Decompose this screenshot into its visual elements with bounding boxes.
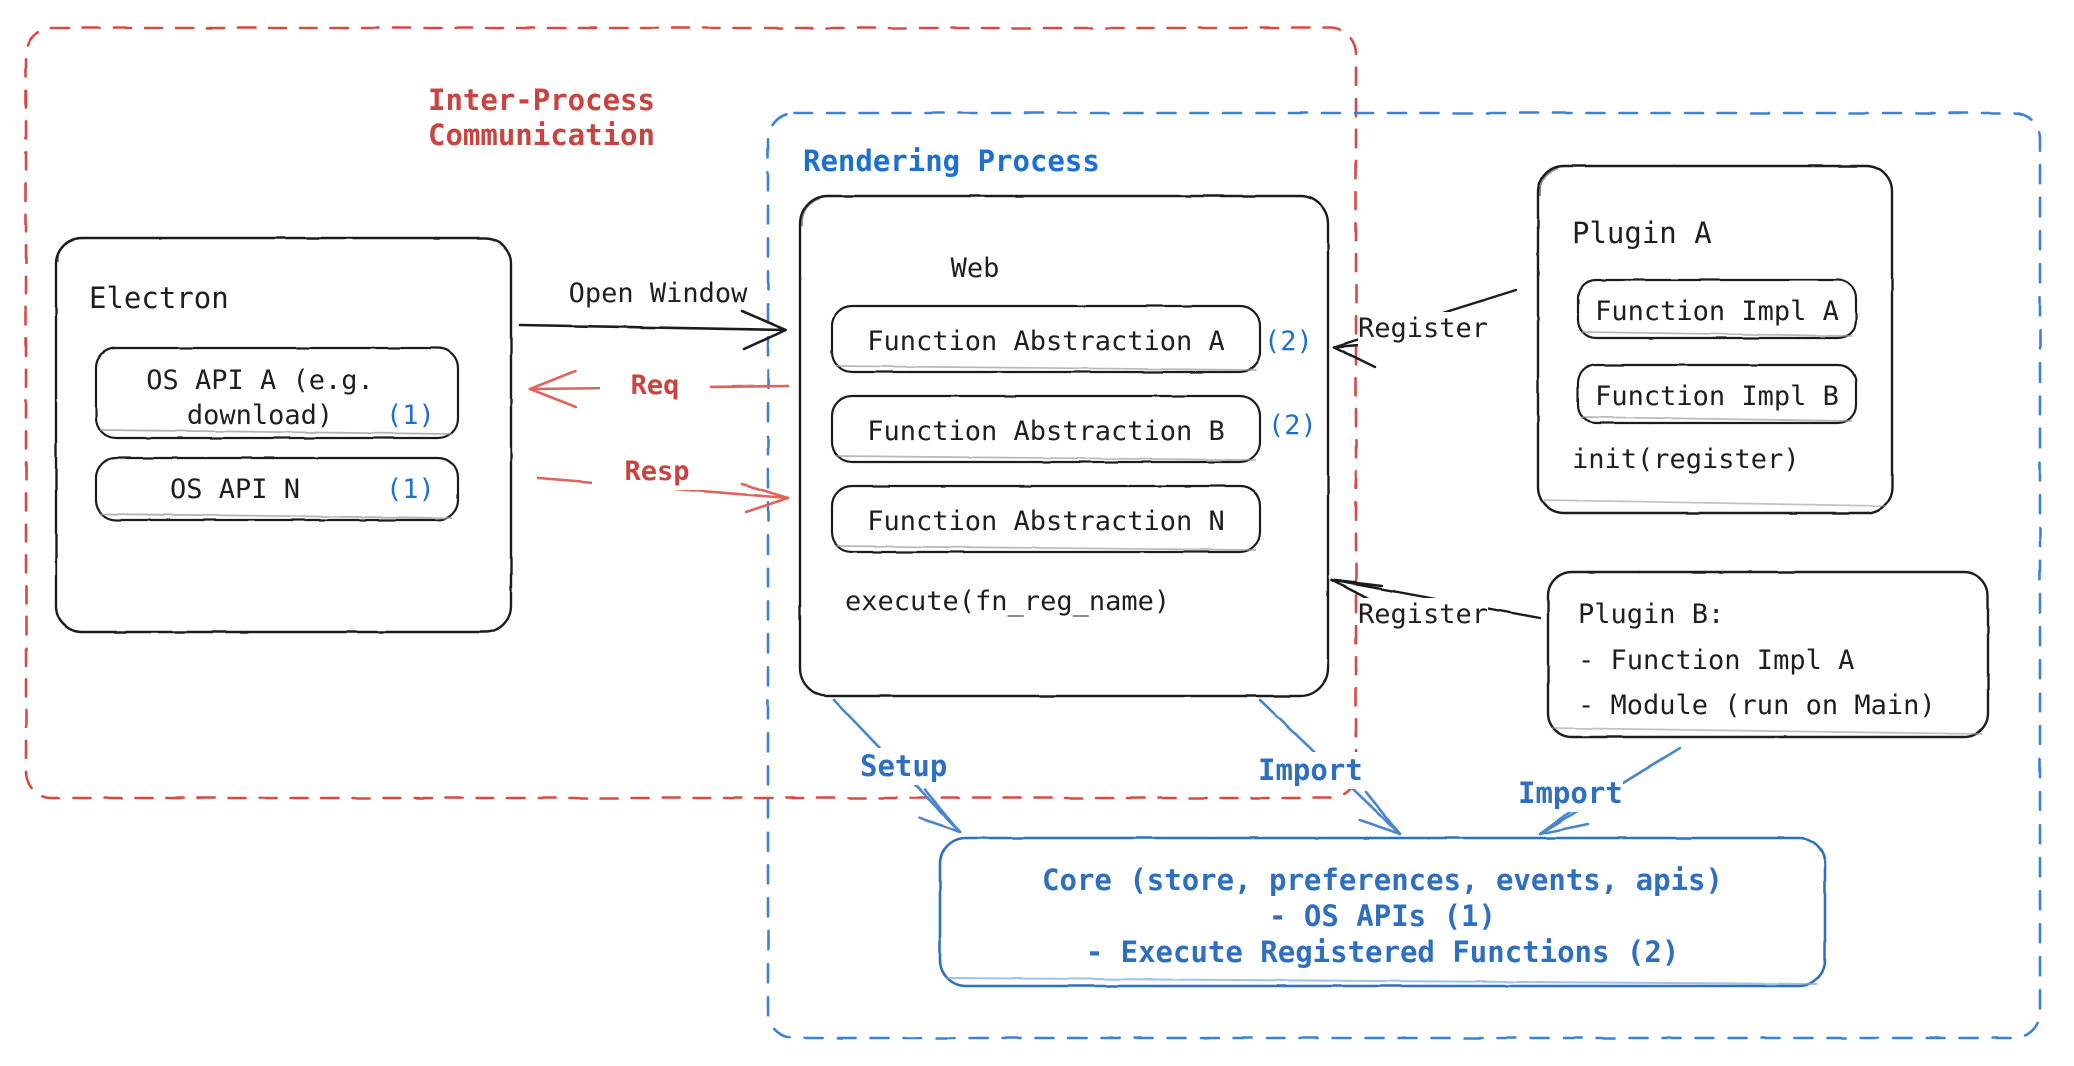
plugin-a-title: Plugin A — [1572, 216, 1712, 250]
os-api-n-marker: (1) — [386, 474, 435, 505]
fn-abstraction-n-label: Function Abstraction N — [867, 506, 1225, 537]
plugin-b-line-2: - Module (run on Main) — [1578, 690, 1936, 721]
fn-abstraction-a-label: Function Abstraction A — [867, 326, 1225, 357]
os-api-a-label-line1: OS API A (e.g. — [146, 365, 374, 396]
register-a-label: Register — [1358, 312, 1489, 347]
fn-impl-b-label: Function Impl B — [1595, 381, 1839, 412]
os-api-n-label: OS API N — [169, 474, 301, 505]
fn-abstraction-b-label: Function Abstraction B — [867, 416, 1225, 447]
req-label: Req — [600, 369, 710, 404]
fn-abstraction-a-marker: (2) — [1264, 326, 1313, 357]
web-footer-execute: execute(fn_reg_name) — [845, 586, 1171, 617]
plugin-b-title: Plugin B: — [1578, 599, 1725, 630]
plugin-b-line-1: - Function Impl A — [1578, 645, 1855, 676]
resp-label: Resp — [592, 455, 722, 490]
fn-impl-a-label: Function Impl A — [1595, 296, 1839, 327]
arrow-open-window — [518, 309, 788, 351]
core-line-2: - OS APIs (1) — [1269, 899, 1496, 933]
plugin-a-footer-init: init(register) — [1572, 444, 1800, 475]
open-window-label: Open Window — [568, 278, 748, 309]
register-b-label: Register — [1358, 598, 1489, 633]
os-api-a-label-line2: download) — [186, 400, 334, 431]
import-plugin-label: Import — [1518, 775, 1623, 813]
core-line-3: - Execute Registered Functions (2) — [1085, 935, 1680, 969]
core-line-1: Core (store, preferences, events, apis) — [1042, 863, 1723, 897]
ipc-region-label-line1: Inter-Process — [428, 83, 655, 117]
os-api-a-marker: (1) — [386, 400, 435, 431]
fn-abstraction-b-marker: (2) — [1268, 410, 1317, 441]
setup-label: Setup — [860, 748, 948, 786]
import-web-label: Import — [1258, 752, 1363, 790]
web-title: Web — [950, 253, 1000, 284]
electron-title: Electron — [89, 281, 229, 315]
rendering-process-label: Rendering Process — [803, 144, 1100, 178]
ipc-region-label-line2: Communication — [428, 118, 655, 152]
